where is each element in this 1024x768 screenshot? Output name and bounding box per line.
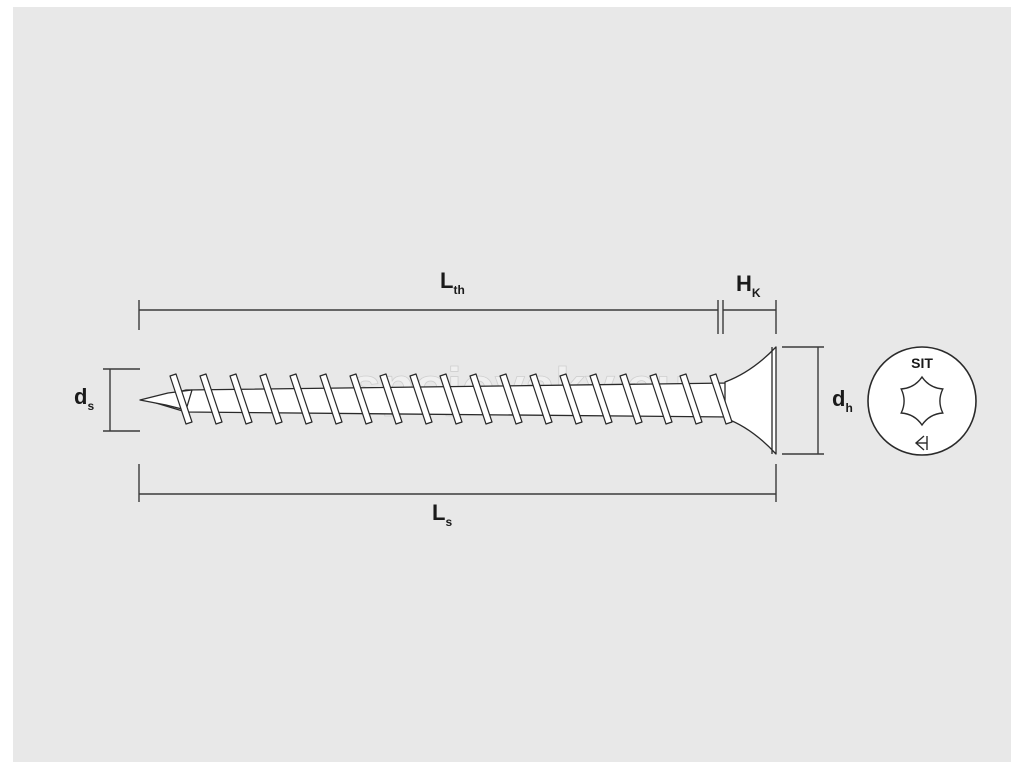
ls-dimension [138,464,777,502]
thread-flank [619,373,643,425]
lth-label: Lth [440,268,465,297]
thread-flank [439,373,463,425]
thread-flank [229,373,253,425]
thread-flank [379,373,403,425]
thread-flank [499,373,523,425]
torx-recess-icon [900,375,944,427]
ds-label: ds [74,384,94,413]
ls-label: Ls [432,500,452,529]
thread-flank [559,373,583,425]
thread-flank [709,373,733,425]
thread-flank [469,373,493,425]
dh-dimension [782,346,824,455]
thread-flank [319,373,343,425]
thread-flank [289,373,313,425]
head-top-view: SIT [867,346,977,456]
thread-flank [199,373,223,425]
lth-dimension [138,300,777,334]
thread-group [169,373,733,425]
thread-flank [409,373,433,425]
ds-dimension [103,368,140,432]
reverse-arrow-icon [914,435,928,451]
dh-label: dh [832,386,853,415]
thread-flank [169,373,193,425]
thread-flank [589,373,613,425]
head-brand-text: SIT [911,355,933,371]
thread-flank [259,373,283,425]
screw-drawing [139,346,777,455]
hk-label: HK [736,271,761,300]
thread-flank [349,373,373,425]
thread-flank [679,373,703,425]
thread-flank [649,373,673,425]
thread-flank [529,373,553,425]
diagram-canvas: spojovaky.eu Lth HK ds dh Ls [13,7,1011,762]
